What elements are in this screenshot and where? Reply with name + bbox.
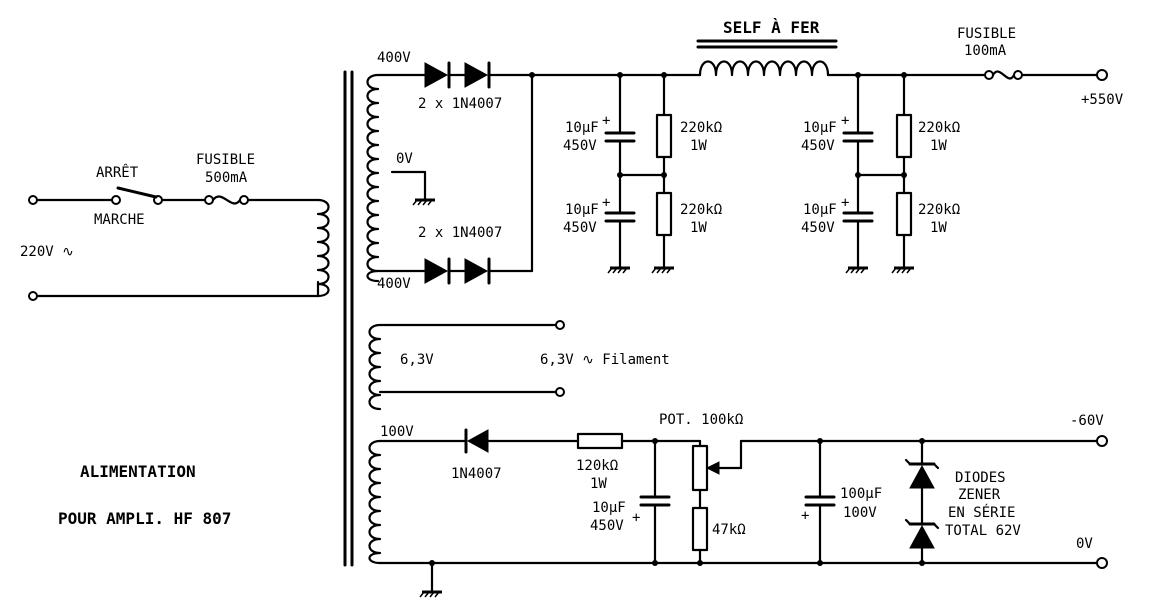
- diodes-bot-label: 2 x 1N4007: [418, 225, 502, 241]
- cap-label: 450V: [563, 220, 597, 236]
- pot-label: POT. 100kΩ: [659, 412, 743, 428]
- bias-res-120k: [576, 432, 624, 450]
- hv-output-terminal[interactable]: [1096, 69, 1108, 81]
- bleeder-res-2: [655, 191, 673, 237]
- res2-label: 47kΩ: [712, 522, 746, 538]
- cap-label: 450V: [801, 220, 835, 236]
- zener-label: EN SÉRIE: [948, 504, 1015, 521]
- mains-voltage-label: 220V ∿: [20, 244, 74, 260]
- potentiometer[interactable]: [691, 444, 709, 492]
- switch-off-label: ARRÊT: [96, 163, 139, 181]
- cap2-label: 100µF: [840, 486, 882, 502]
- primary-winding: [316, 198, 330, 298]
- zero-output-label: 0V: [1076, 536, 1093, 552]
- filament-terminal-1[interactable]: [555, 320, 565, 330]
- title-line-2: POUR AMPLI. HF 807: [58, 509, 231, 528]
- switch-on-label: MARCHE: [94, 212, 145, 228]
- zener-label: ZENER: [958, 487, 1001, 503]
- diode-top-2: [464, 62, 489, 88]
- hv-fuse: [991, 70, 1016, 80]
- zener-2: [909, 524, 935, 549]
- res-label: 220kΩ: [680, 202, 722, 218]
- bleeder-res-1: [655, 113, 673, 159]
- cap2-label: 100V: [843, 505, 877, 521]
- bias-section: [368, 428, 1108, 599]
- filament-winding: [368, 323, 382, 411]
- hv-output-label: +550V: [1081, 92, 1124, 108]
- mains-terminal-2[interactable]: [28, 291, 38, 301]
- plus-sign: +: [602, 195, 610, 211]
- hv-fuse-value: 100mA: [964, 43, 1007, 59]
- mains-fuse-value: 500mA: [205, 170, 248, 186]
- filament-terminal-2[interactable]: [555, 387, 565, 397]
- filament-output-label: 6,3V ∿ Filament: [540, 352, 670, 368]
- bias-output-terminal[interactable]: [1096, 435, 1108, 447]
- mains-input: [28, 186, 330, 301]
- diode-bot-1: [424, 258, 449, 284]
- plus-sign: +: [801, 508, 809, 524]
- bias-cap-label: 10µF: [592, 500, 626, 516]
- diode-bot-2: [464, 258, 489, 284]
- zener-label: DIODES: [955, 470, 1006, 486]
- cap-label: 10µF: [565, 202, 599, 218]
- bias-winding: [368, 439, 382, 565]
- res-label: 220kΩ: [680, 120, 722, 136]
- hv-section: [366, 39, 1108, 285]
- plus-sign: +: [841, 195, 849, 211]
- mains-fuse: [211, 195, 242, 205]
- diode-top-1: [424, 62, 449, 88]
- cap-label: 10µF: [565, 120, 599, 136]
- bias-cap-label: 450V: [590, 518, 624, 534]
- bias-diode: [466, 429, 489, 453]
- plus-sign: +: [602, 113, 610, 129]
- hv-tap-top: 400V: [377, 50, 411, 66]
- filament-section: [368, 320, 565, 411]
- mains-terminal-1[interactable]: [28, 195, 38, 205]
- neg-output-label: -60V: [1070, 413, 1104, 429]
- plus-sign: +: [632, 510, 640, 526]
- bias-res-label: 1W: [590, 476, 607, 492]
- power-switch[interactable]: [116, 186, 158, 199]
- res-label: 1W: [930, 220, 947, 236]
- res-label: 1W: [930, 138, 947, 154]
- zener-label: TOTAL 62V: [945, 523, 1021, 539]
- res-label: 1W: [690, 220, 707, 236]
- mains-fuse-title: FUSIBLE: [196, 152, 255, 168]
- zener-1: [909, 464, 935, 489]
- hv-tap-mid: 0V: [396, 151, 413, 167]
- bias-tap-label: 100V: [380, 424, 414, 440]
- cap-label: 450V: [801, 138, 835, 154]
- bias-diode-label: 1N4007: [451, 466, 502, 482]
- cap-label: 10µF: [803, 202, 837, 218]
- title-line-1: ALIMENTATION: [80, 462, 196, 481]
- plus-sign: +: [841, 113, 849, 129]
- choke-label: SELF À FER: [723, 18, 820, 37]
- res-47k: [691, 506, 709, 552]
- hv-fuse-title: FUSIBLE: [957, 26, 1016, 42]
- zero-output-terminal[interactable]: [1096, 557, 1108, 569]
- choke-coil: [698, 60, 830, 77]
- res-label: 220kΩ: [918, 202, 960, 218]
- bias-res-label: 120kΩ: [576, 458, 618, 474]
- hv-tap-bot: 400V: [377, 276, 411, 292]
- cap-label: 450V: [563, 138, 597, 154]
- filament-winding-label: 6,3V: [400, 352, 434, 368]
- res-label: 220kΩ: [918, 120, 960, 136]
- diodes-top-label: 2 x 1N4007: [418, 96, 502, 112]
- cap-label: 10µF: [803, 120, 837, 136]
- res-label: 1W: [690, 138, 707, 154]
- hv-secondary-winding: [366, 73, 380, 283]
